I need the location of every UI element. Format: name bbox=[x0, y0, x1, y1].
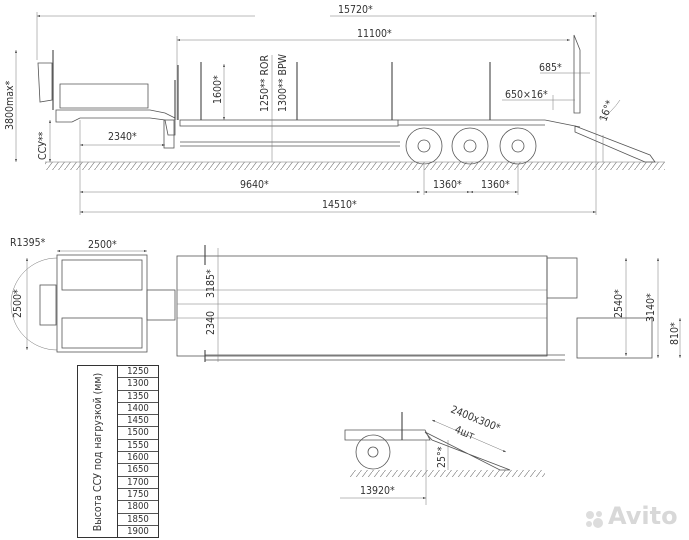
table-cell: 1400 bbox=[118, 403, 158, 416]
side-view bbox=[15, 12, 665, 215]
fifth-wheel-height-table: Высота ССУ под нагрузкой (мм) 1250 1300 … bbox=[77, 365, 159, 538]
dim-ramp-detail-angle: 25°* bbox=[436, 446, 448, 468]
dim-overall-length: 15720* bbox=[338, 4, 373, 16]
table-cell: 1800 bbox=[118, 501, 158, 514]
table-cell: 1600 bbox=[118, 452, 158, 465]
dim-inner-width-1: 2340 bbox=[205, 311, 217, 335]
table-cell: 1500 bbox=[118, 427, 158, 440]
dim-gooseneck-length: 2500* bbox=[88, 239, 117, 251]
table-values: 1250 1300 1350 1400 1450 1500 1550 1600 … bbox=[118, 366, 158, 537]
dim-swing-radius: R1395* bbox=[10, 237, 46, 249]
table-header: Высота ССУ под нагрузкой (мм) bbox=[78, 366, 118, 537]
table-cell: 1850 bbox=[118, 514, 158, 526]
dim-kingpin-to-rear: 14510* bbox=[322, 199, 357, 211]
dim-gooseneck-width: 2500* bbox=[12, 289, 24, 318]
dim-deck-height-ror: 1250** ROR bbox=[259, 55, 271, 112]
table-cell: 1250 bbox=[118, 366, 158, 379]
table-cell: 1750 bbox=[118, 489, 158, 502]
dim-platform-length: 11100* bbox=[357, 28, 392, 40]
watermark: Avito bbox=[608, 502, 678, 530]
dim-axle-spacing-1: 1360* bbox=[433, 179, 462, 191]
avito-logo-icon bbox=[586, 511, 603, 528]
dim-stake-height: 1600* bbox=[212, 75, 224, 104]
dim-ramp-support-height: 685* bbox=[539, 62, 562, 74]
table-cell: 1700 bbox=[118, 477, 158, 489]
table-cell: 1900 bbox=[127, 525, 149, 537]
table-cell: 1550 bbox=[118, 440, 158, 453]
dim-axle-spacing-2: 1360* bbox=[481, 179, 510, 191]
dim-kingpin-setback: 2340* bbox=[108, 131, 137, 143]
dim-max-height: 3800max* bbox=[4, 80, 16, 130]
dim-ramp-size: 650×16* bbox=[505, 89, 548, 101]
dim-outer-width: 2540* bbox=[613, 289, 625, 318]
dim-ramp-width-total: 3140* bbox=[645, 293, 657, 322]
table-cell: 1350 bbox=[118, 391, 158, 403]
dim-gooseneck-to-axle: 9640* bbox=[240, 179, 269, 191]
table-cell: 1300 bbox=[118, 378, 158, 391]
dim-inner-width-2: 3185* bbox=[205, 269, 217, 298]
top-view bbox=[10, 245, 681, 362]
dim-fifth-wheel-height: ССУ** bbox=[37, 131, 49, 160]
table-cell: 1450 bbox=[118, 415, 158, 428]
dim-ramp-angle: 16°* bbox=[598, 98, 617, 123]
dim-total-length: 13920* bbox=[360, 485, 395, 497]
dim-ramp-count: 4шт bbox=[453, 424, 477, 443]
ramp-detail-view bbox=[340, 412, 545, 505]
dim-ramp-width: 810* bbox=[669, 322, 681, 345]
table-cell: 1650 bbox=[118, 464, 158, 477]
dim-deck-height-bpw: 1300** BPW bbox=[277, 53, 289, 112]
